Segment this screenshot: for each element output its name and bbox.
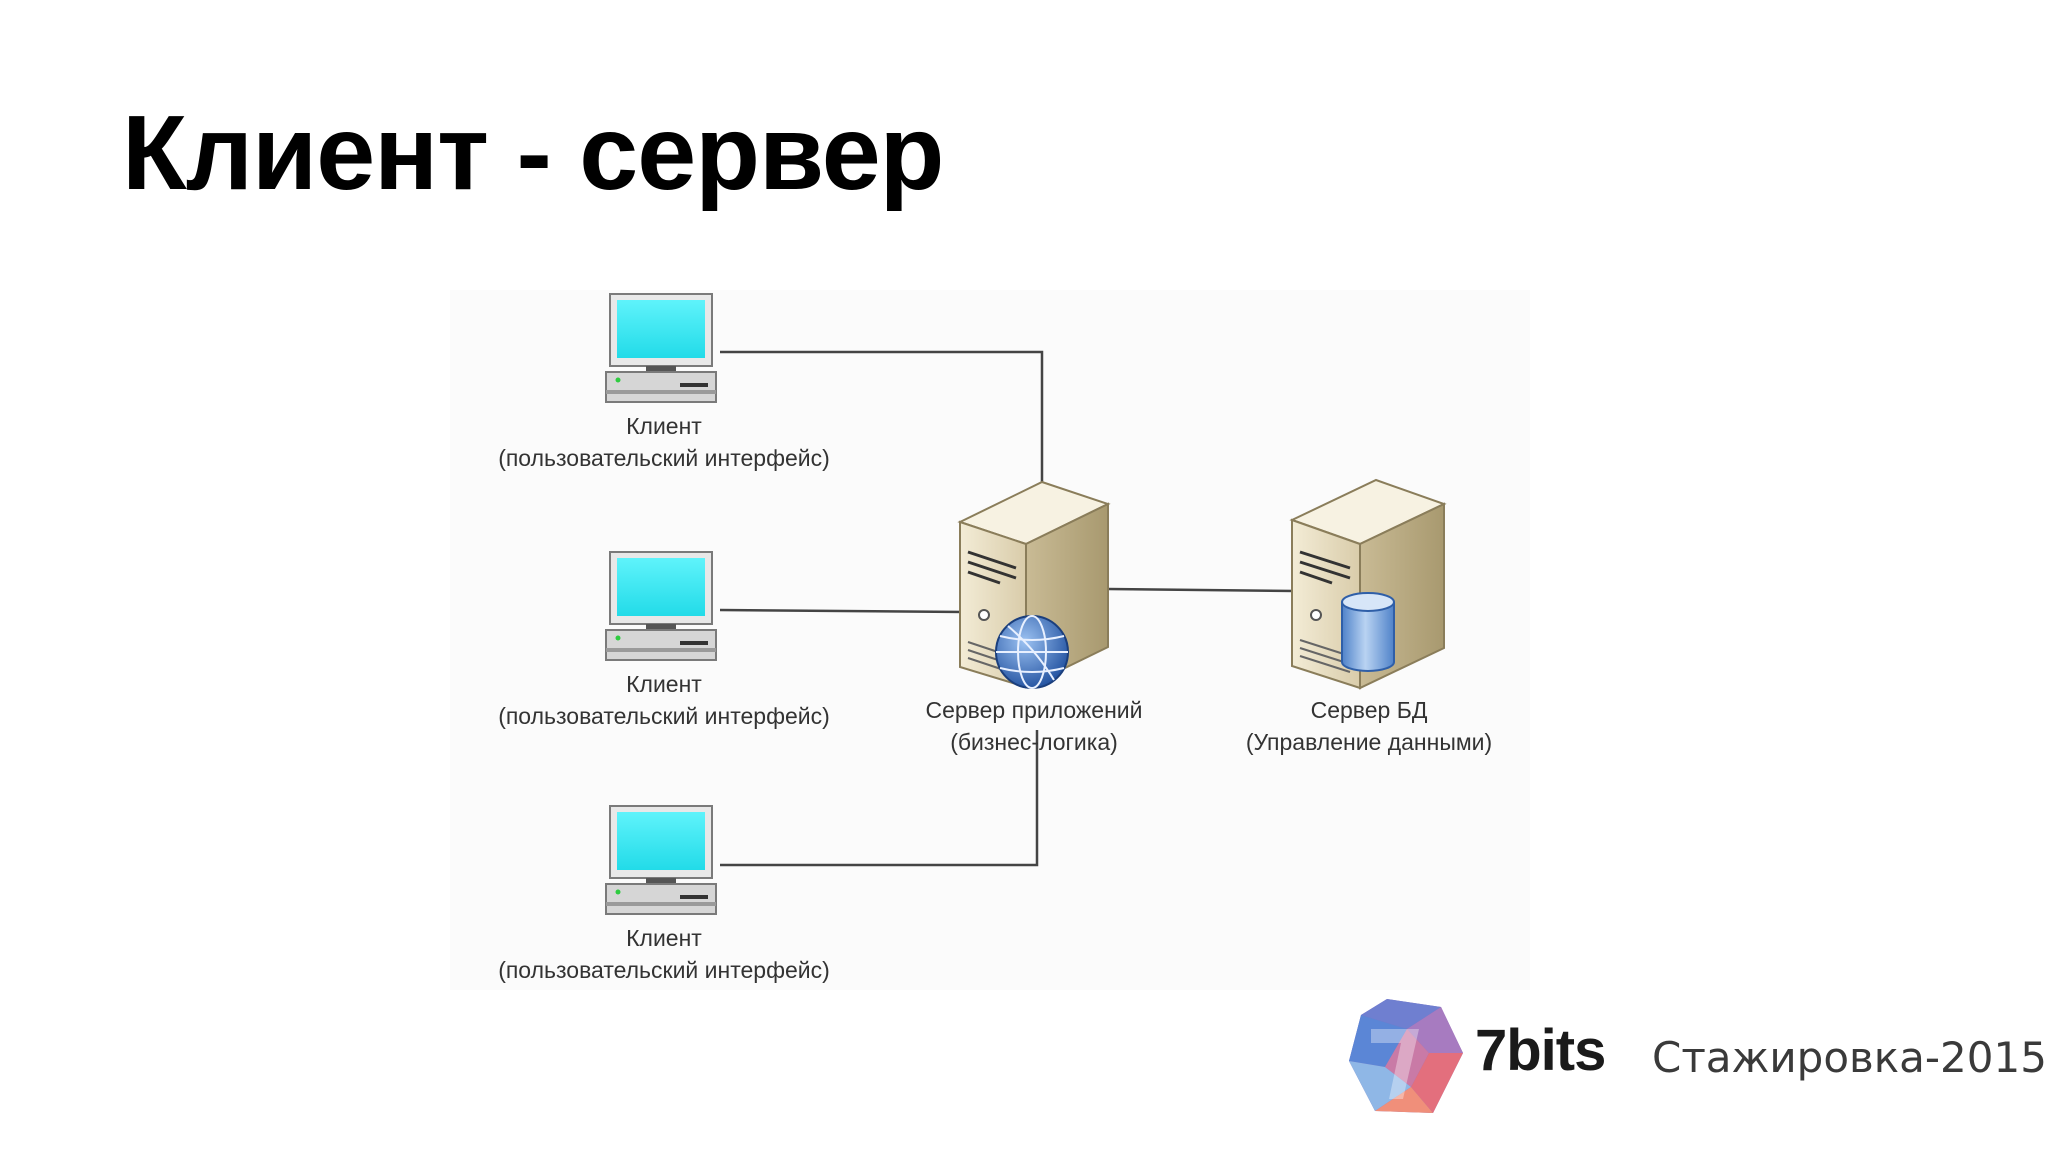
client-caption: Клиент (пользовательский интерфейс) bbox=[498, 922, 830, 986]
client-label: Клиент bbox=[498, 668, 830, 700]
client-server-diagram: Клиент (пользовательский интерфейс) Клие… bbox=[450, 290, 1530, 990]
app-server-sublabel: (бизнес-логика) bbox=[925, 726, 1142, 758]
client-computer-icon bbox=[606, 552, 716, 660]
app-server-caption: Сервер приложений (бизнес-логика) bbox=[925, 694, 1142, 758]
brand-tagline: Стажировка-2015 bbox=[1652, 1033, 2047, 1082]
client-label: Клиент bbox=[498, 410, 830, 442]
7bits-logo-icon bbox=[1345, 995, 1470, 1120]
client-caption: Клиент (пользовательский интерфейс) bbox=[498, 668, 830, 732]
globe-icon bbox=[996, 616, 1068, 688]
connector-app-db bbox=[1108, 589, 1295, 591]
slide-title: Клиент - сервер bbox=[122, 100, 943, 206]
app-server-label: Сервер приложений bbox=[925, 694, 1142, 726]
db-server-caption: Сервер БД (Управление данными) bbox=[1246, 694, 1492, 758]
connector-client2-app bbox=[720, 610, 965, 612]
client-sublabel: (пользовательский интерфейс) bbox=[498, 700, 830, 732]
client-sublabel: (пользовательский интерфейс) bbox=[498, 442, 830, 474]
client-computer-icon bbox=[606, 294, 716, 402]
client-label: Клиент bbox=[498, 922, 830, 954]
db-server-sublabel: (Управление данными) bbox=[1246, 726, 1492, 758]
database-icon bbox=[1342, 593, 1394, 671]
diagram-canvas bbox=[450, 290, 1530, 990]
client-caption: Клиент (пользовательский интерфейс) bbox=[498, 410, 830, 474]
brand-footer: 7bits Стажировка-2015 bbox=[1345, 995, 2025, 1125]
db-server-label: Сервер БД bbox=[1246, 694, 1492, 726]
client-computer-icon bbox=[606, 806, 716, 914]
client-sublabel: (пользовательский интерфейс) bbox=[498, 954, 830, 986]
brand-name: 7bits bbox=[1475, 1017, 1605, 1084]
